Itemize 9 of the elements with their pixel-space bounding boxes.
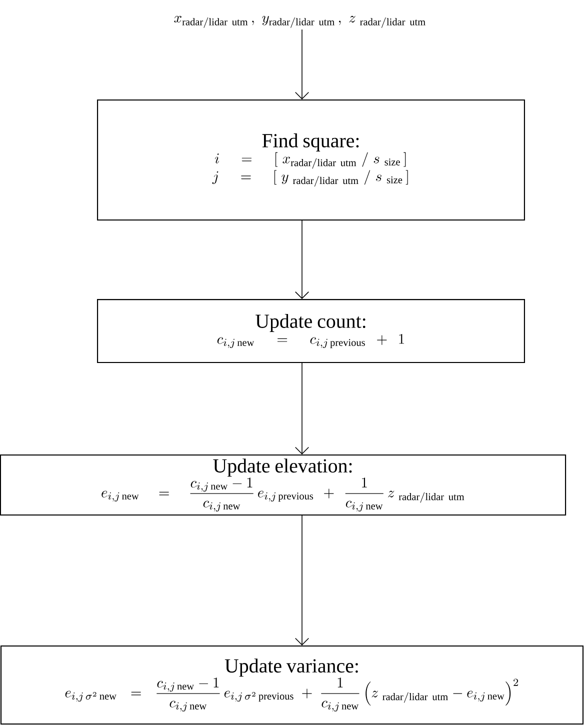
- process-box: Find square: $i = [\ x_{\mathrm{radar/lidar\ utm}}\ /\ s_{\ \mathrm{size}}\,]$ $j = [\ y_{\ \mathrm{radar/lidar\ utm}}\ /\ s_{\ \mathrm{size}}\,]$: [97, 99, 525, 221]
- process-box: Update count: $c_{i,j\,\mathrm{new}} = c_{i,j\,\mathrm{previous}} + 1$: [97, 299, 525, 363]
- arrow: [294, 362, 310, 454]
- arrow: [294, 515, 310, 646]
- arrow: [294, 29, 310, 100]
- process-box: Update variance: $e_{i,j\,\sigma^2\,\mathrm{new}} = \frac{c_{i,j\,\mathrm{new}}-1}{c_{i,j\,\mathrm{new}}}\, e_{i,j\,\sigma^2\,\mathrm{previous}} + \frac{1}{c_{i,j\,\mathrm{new}}}\left(z_{\ \mathrm{radar/lidar\ utm}} - e_{i,j\,\mathrm{new}}\right)^2$: [0, 645, 584, 725]
- arrow: [294, 220, 310, 300]
- process-box: Update elevation: $e_{i,j\,\mathrm{new}} = \frac{c_{i,j\,\mathrm{new}}-1}{c_{i,j\,\mathrm{new}}}\, e_{i,j\,\mathrm{previous}} + \frac{1}{c_{i,j\,\mathrm{new}}}\, z_{\ \mathrm{radar/lidar\ utm}}$: [0, 454, 566, 516]
- input-formula: $x_{\mathrm{radar/lidar\ utm}}\,,\ y_{\mathrm{radar/lidar\ utm}}\,,\ z_{\ \mathrm{radar/lidar\ utm}}$: [174, 16, 426, 28]
